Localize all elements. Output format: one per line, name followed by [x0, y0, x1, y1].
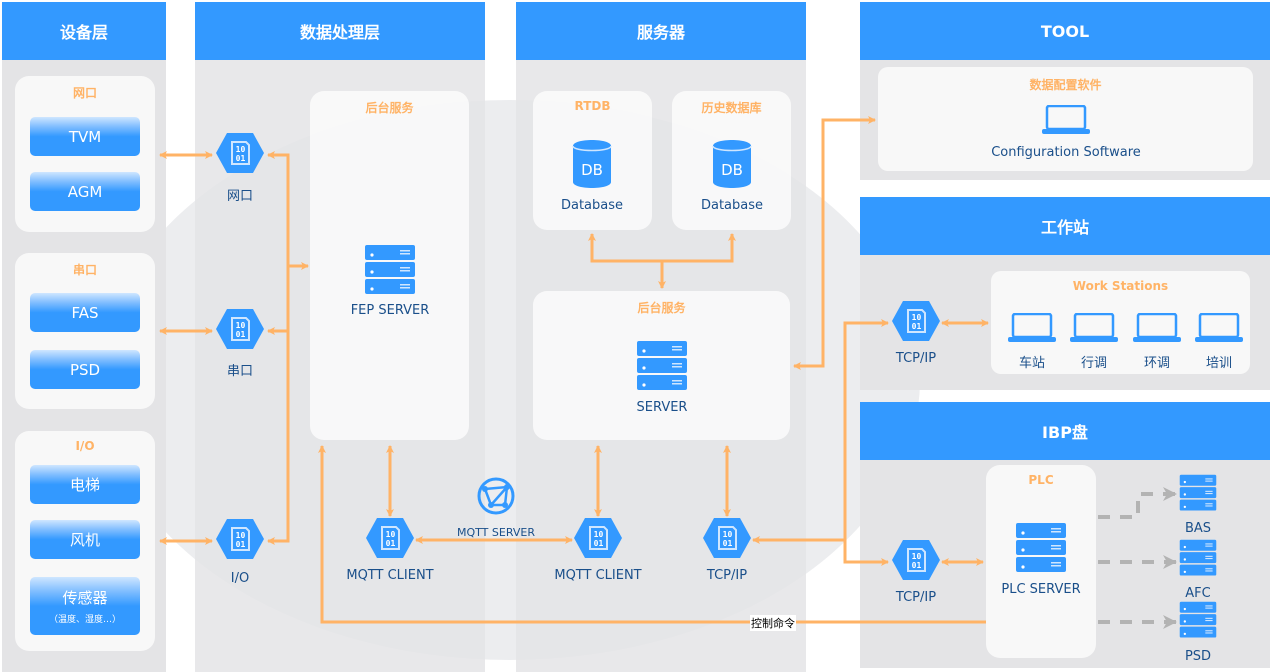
- svg-text:10: 10: [723, 530, 733, 539]
- svg-text:10: 10: [236, 531, 246, 540]
- sensor-note: （温度、湿度…）: [48, 615, 121, 625]
- svg-text:01: 01: [236, 540, 246, 549]
- mqtt-server-icon[interactable]: [477, 477, 515, 519]
- fep-server-label: FEP SERVER: [350, 303, 430, 318]
- control-command-label: 控制命令: [750, 615, 796, 631]
- svg-text:10: 10: [236, 321, 246, 330]
- sensor-label: 传感器: [62, 589, 108, 607]
- ibp-tcpip-label: TCP/IP: [895, 590, 937, 605]
- env-control-label: 环调: [1143, 356, 1171, 371]
- group-title: 历史数据库: [701, 101, 762, 115]
- config-software-box: 数据配置软件: [878, 67, 1253, 171]
- serial-group: 串口 FAS PSD: [15, 253, 155, 409]
- server-mqtt-client-label: MQTT CLIENT: [554, 568, 642, 583]
- group-title: 网口: [72, 86, 97, 100]
- config-software-laptop-icon[interactable]: [1041, 104, 1091, 139]
- bas-server-icon[interactable]: [1179, 474, 1217, 516]
- device-agm[interactable]: AGM: [30, 172, 140, 211]
- plc-server-icon[interactable]: [1015, 522, 1067, 578]
- group-title: Work Stations: [1072, 279, 1169, 293]
- svg-text:10: 10: [912, 552, 922, 561]
- group-title: 数据配置软件: [1029, 78, 1102, 92]
- device-tvm[interactable]: TVM: [30, 117, 140, 156]
- header-tool: TOOL: [860, 2, 1270, 60]
- svg-text:10: 10: [594, 530, 604, 539]
- server-icon[interactable]: [636, 340, 688, 396]
- bas-label: BAS: [1184, 521, 1212, 536]
- afc-label: AFC: [1185, 586, 1211, 601]
- svg-text:10: 10: [386, 530, 396, 539]
- ethernet-hex-label: 网口: [226, 189, 254, 204]
- server-label: SERVER: [636, 400, 688, 415]
- station-label: 车站: [1018, 356, 1046, 371]
- dispatch-label: 行调: [1080, 356, 1108, 371]
- mqtt-server-label: MQTT SERVER: [457, 526, 535, 539]
- svg-text:01: 01: [912, 561, 922, 570]
- station-laptop-icon[interactable]: [1007, 312, 1057, 347]
- device-sensor[interactable]: 传感器 （温度、湿度…）: [30, 577, 140, 635]
- psd-label: PSD: [1184, 649, 1212, 664]
- io-hex-label: I/O: [230, 571, 250, 586]
- dispatch-laptop-icon[interactable]: [1069, 312, 1119, 347]
- header-workstation: 工作站: [860, 197, 1270, 255]
- rtdb-database-label: Database: [560, 198, 624, 213]
- history-db-box: 历史数据库: [672, 91, 791, 230]
- env-control-laptop-icon[interactable]: [1132, 312, 1182, 347]
- svg-text:10: 10: [912, 313, 922, 322]
- device-psd[interactable]: PSD: [30, 350, 140, 389]
- workstations-box: Work Stations: [991, 271, 1250, 374]
- training-laptop-icon[interactable]: [1194, 312, 1244, 347]
- device-fas[interactable]: FAS: [30, 293, 140, 332]
- afc-server-icon[interactable]: [1179, 539, 1217, 581]
- svg-text:01: 01: [236, 154, 246, 163]
- plc-server-label: PLC SERVER: [1001, 582, 1081, 597]
- header-server: 服务器: [516, 2, 806, 60]
- svg-text:01: 01: [723, 539, 733, 548]
- psd-server-icon[interactable]: [1179, 601, 1217, 643]
- device-fan[interactable]: 风机: [30, 520, 140, 559]
- svg-text:01: 01: [594, 539, 604, 548]
- io-group: I/O 电梯 风机 传感器 （温度、湿度…）: [15, 431, 155, 651]
- header-ibp: IBP盘: [860, 402, 1270, 460]
- header-device: 设备层: [2, 2, 166, 60]
- svg-text:10: 10: [236, 145, 246, 154]
- rtdb-database-icon[interactable]: DB: [572, 139, 612, 193]
- svg-text:01: 01: [236, 330, 246, 339]
- group-title: RTDB: [574, 99, 611, 113]
- device-elevator[interactable]: 电梯: [30, 465, 140, 504]
- header-processing: 数据处理层: [195, 2, 485, 60]
- group-title: 后台服务: [365, 101, 414, 115]
- config-software-label: Configuration Software: [991, 145, 1141, 160]
- history-database-icon[interactable]: DB: [712, 139, 752, 193]
- history-database-label: Database: [700, 198, 764, 213]
- workstation-tcpip-label: TCP/IP: [895, 351, 937, 366]
- group-title: 串口: [72, 263, 97, 277]
- group-title: PLC: [1028, 473, 1054, 487]
- svg-text:01: 01: [912, 322, 922, 331]
- training-label: 培训: [1205, 356, 1233, 371]
- group-title: 后台服务: [637, 301, 686, 315]
- svg-text:01: 01: [386, 539, 396, 548]
- svg-text:DB: DB: [581, 161, 603, 179]
- serial-hex-label: 串口: [226, 364, 254, 379]
- mqtt-client-label: MQTT CLIENT: [346, 568, 434, 583]
- ethernet-group: 网口 TVM AGM: [15, 76, 155, 232]
- fep-server-icon[interactable]: [364, 244, 416, 300]
- group-title: I/O: [75, 439, 95, 453]
- svg-text:DB: DB: [721, 161, 743, 179]
- server-tcpip-label: TCP/IP: [706, 568, 748, 583]
